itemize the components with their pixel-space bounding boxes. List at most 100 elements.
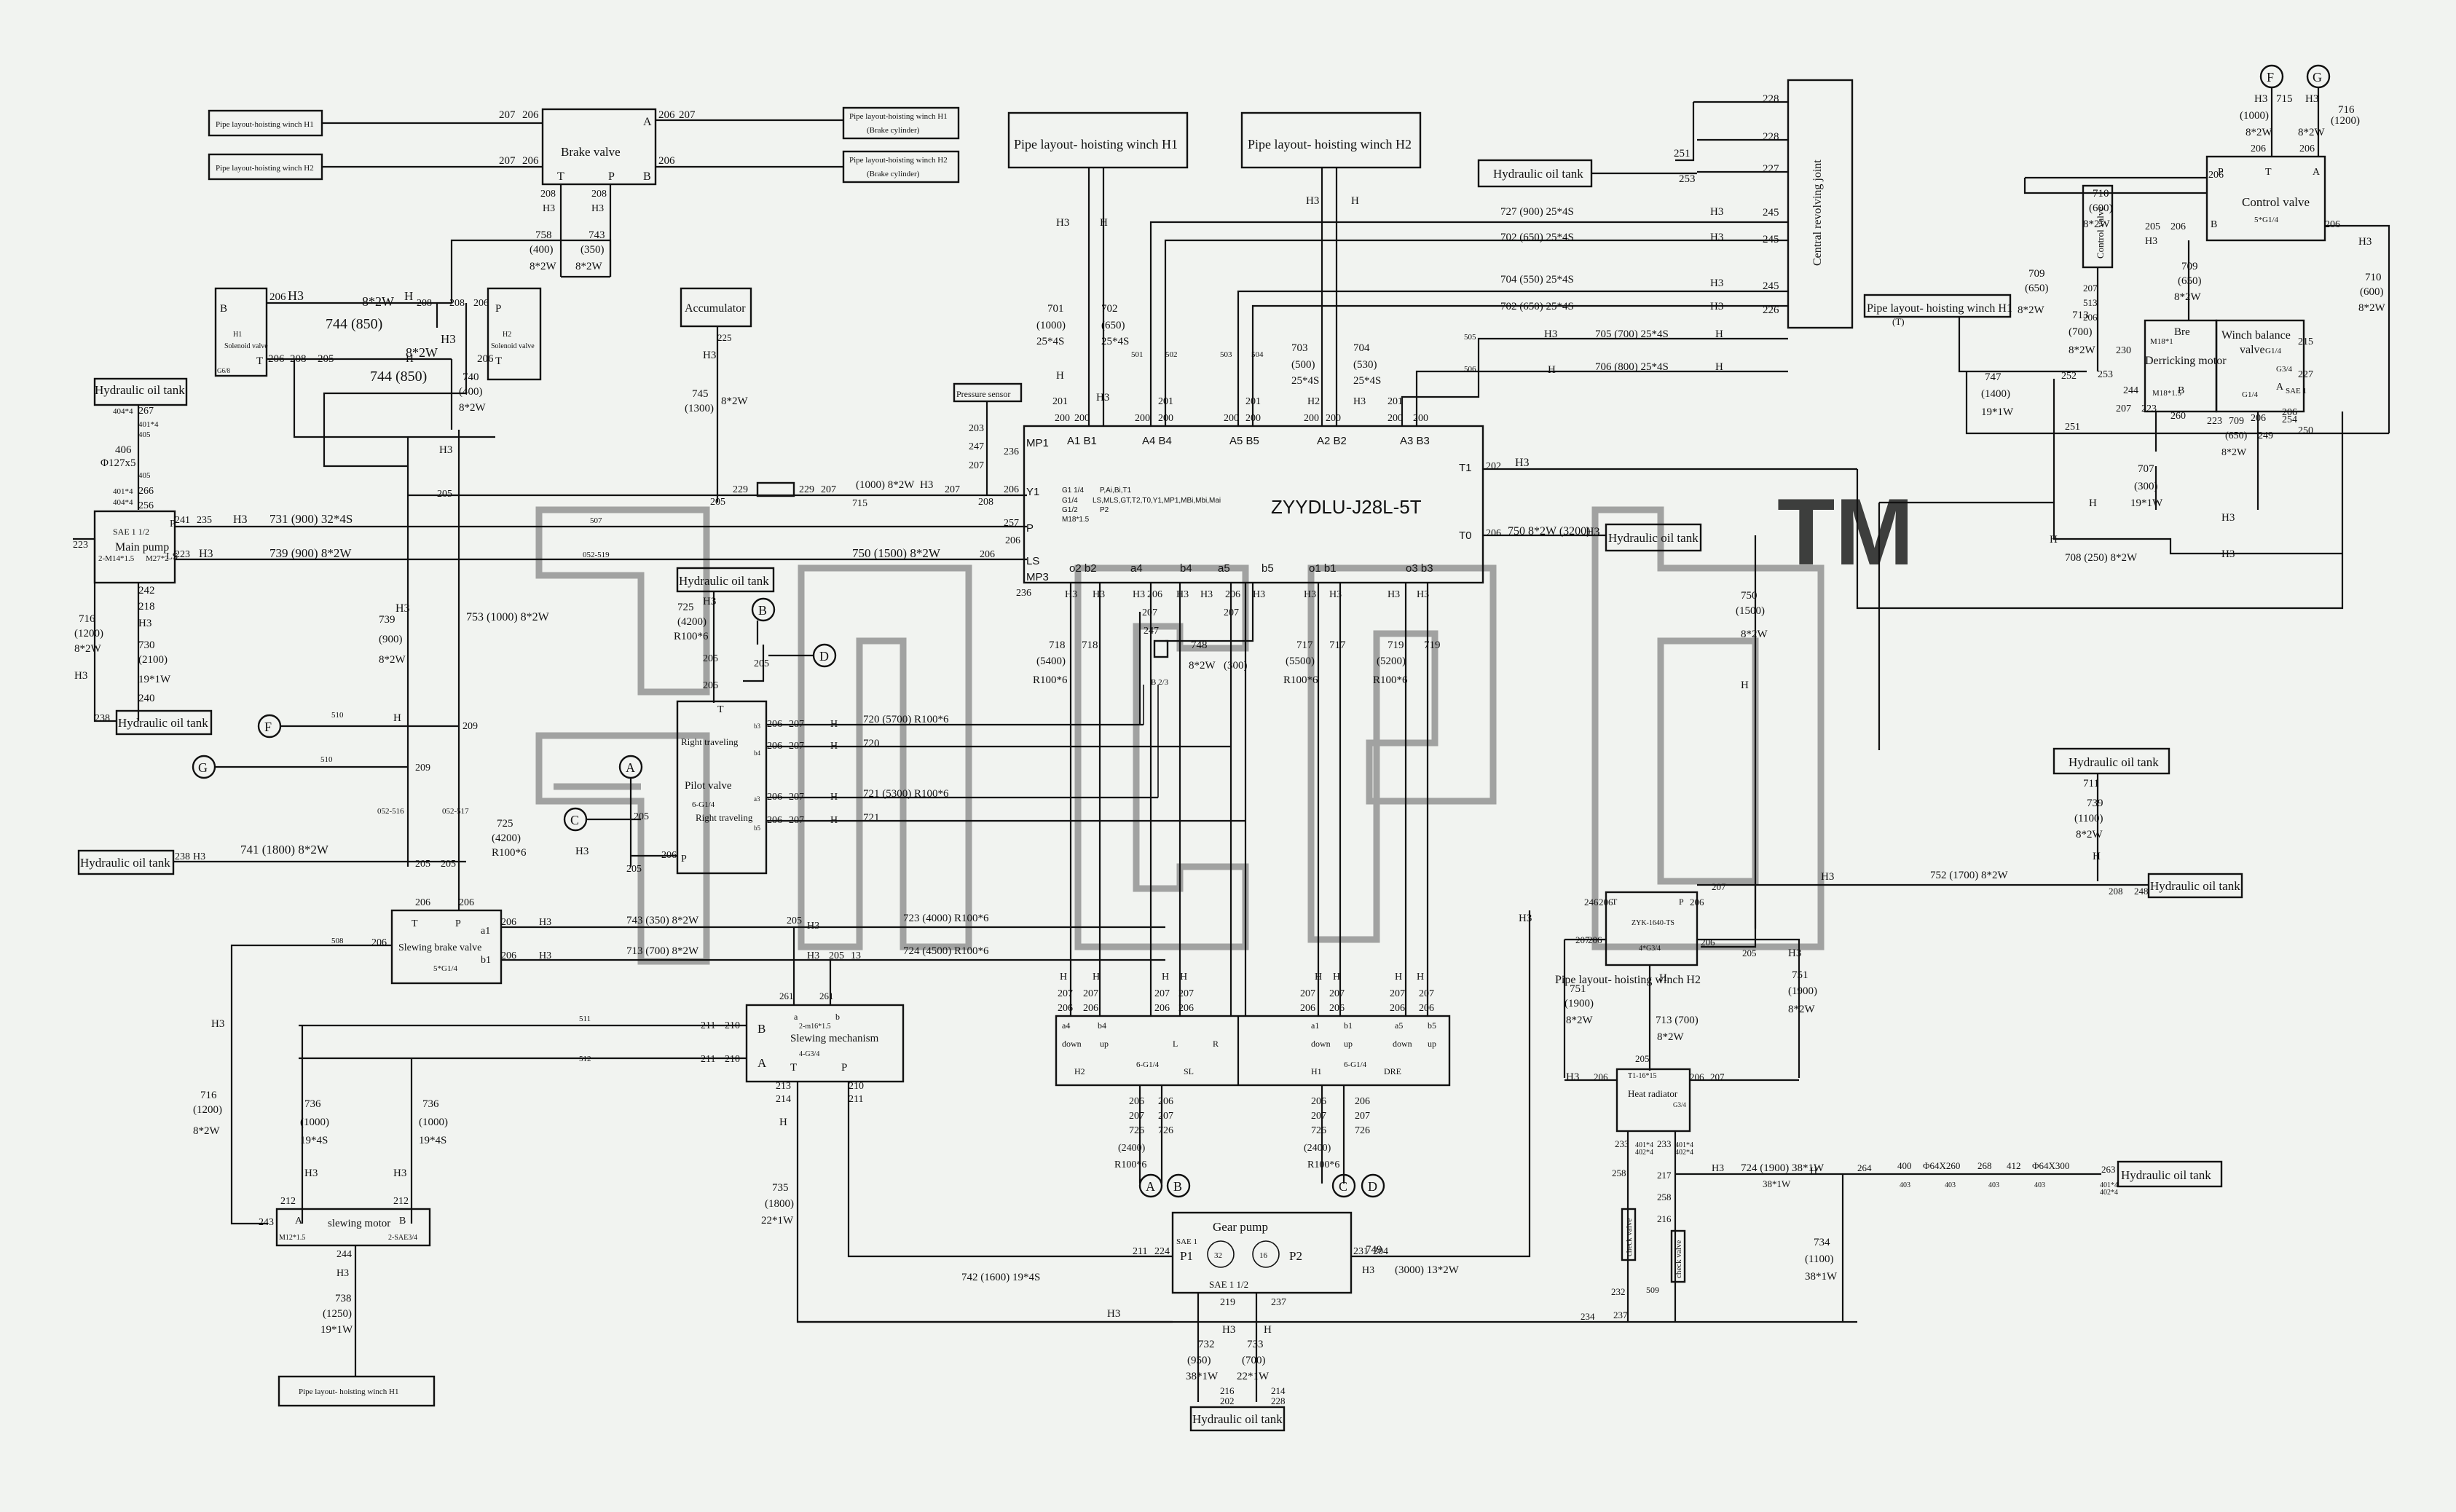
svg-text:206: 206 <box>1129 1096 1144 1107</box>
svg-text:a4: a4 <box>1062 1020 1070 1031</box>
connector-b-bottom <box>1166 1173 1191 1198</box>
brake-cylinder-right-h1-box <box>842 106 960 140</box>
svg-text:P,Ai,Bi,T1: P,Ai,Bi,T1 <box>1100 487 1132 495</box>
pipe-744b: 744 (850) <box>370 369 427 385</box>
svg-text:237: 237 <box>1271 1297 1286 1308</box>
svg-text:25*4S: 25*4S <box>1101 336 1129 347</box>
pipe-741: 741 (1800) 8*2W <box>240 843 329 857</box>
pipe-704: 704 (550) 25*4S <box>1500 274 1574 286</box>
svg-text:B: B <box>757 1022 765 1036</box>
svg-text:H: H <box>1715 328 1723 340</box>
svg-text:206: 206 <box>1300 1003 1315 1014</box>
svg-text:H: H <box>404 289 413 303</box>
svg-text:H3: H3 <box>439 444 452 456</box>
svg-text:208: 208 <box>417 298 432 309</box>
svg-text:231: 231 <box>1353 1246 1369 1257</box>
svg-text:739: 739 <box>2087 798 2103 809</box>
svg-text:b4: b4 <box>1180 562 1192 575</box>
svg-text:206: 206 <box>2208 170 2224 181</box>
svg-text:6-G1/4: 6-G1/4 <box>692 800 715 809</box>
svg-text:736: 736 <box>304 1098 321 1110</box>
svg-text:228: 228 <box>1271 1395 1286 1406</box>
hydraulic-oil-tank-10 <box>2117 1160 2223 1188</box>
svg-text:208: 208 <box>290 353 307 365</box>
svg-text:H3: H3 <box>1788 948 1801 959</box>
svg-text:a5: a5 <box>1395 1020 1403 1031</box>
svg-text:715: 715 <box>2276 93 2293 105</box>
svg-text:H2: H2 <box>503 331 511 339</box>
right-traveling-label-1: Right traveling <box>681 736 739 747</box>
svg-text:205: 205 <box>754 658 769 669</box>
svg-text:247: 247 <box>969 441 984 452</box>
svg-text:716: 716 <box>200 1090 217 1101</box>
svg-text:A2 B2: A2 B2 <box>1317 435 1347 447</box>
svg-text:210: 210 <box>849 1081 864 1092</box>
svg-text:F: F <box>2267 70 2274 84</box>
hydraulic-oil-tank-8 <box>2052 747 2170 775</box>
pipe-721a: 721 (5300) R100*6 <box>863 788 949 800</box>
svg-text:C: C <box>570 813 579 827</box>
winch-balance-valve: Winch balance valve G1/4 G1/4 A SAE 1 <box>2215 319 2307 413</box>
svg-text:258: 258 <box>1612 1168 1626 1178</box>
svg-text:244: 244 <box>2123 385 2138 396</box>
svg-text:down: down <box>1393 1039 1412 1049</box>
svg-text:207: 207 <box>1300 988 1315 999</box>
svg-text:207: 207 <box>789 741 804 752</box>
svg-text:T: T <box>1612 897 1618 907</box>
svg-text:206: 206 <box>1083 1003 1098 1014</box>
svg-text:B: B <box>758 603 767 618</box>
svg-text:260: 260 <box>2170 411 2186 422</box>
svg-text:P: P <box>1679 897 1684 907</box>
svg-text:H3: H3 <box>2254 93 2267 105</box>
svg-text:726: 726 <box>1311 1125 1326 1136</box>
svg-text:242: 242 <box>138 585 155 596</box>
svg-text:229: 229 <box>799 484 814 495</box>
svg-text:711: 711 <box>2083 778 2099 790</box>
svg-text:(4200): (4200) <box>492 832 521 844</box>
svg-text:719: 719 <box>1388 639 1404 651</box>
svg-text:503: 503 <box>1220 350 1232 359</box>
main-pump-label: Main pump <box>115 541 169 554</box>
svg-text:b3: b3 <box>754 722 761 730</box>
pipe-layout-h1-top-label: Pipe layout- hoisting winch H1 <box>1014 137 1178 151</box>
svg-text:H: H <box>1060 972 1067 983</box>
svg-text:H: H <box>1093 972 1100 983</box>
svg-text:up: up <box>1100 1039 1109 1049</box>
svg-text:510: 510 <box>331 711 344 720</box>
svg-text:743: 743 <box>589 229 605 241</box>
svg-text:H: H <box>1351 195 1359 207</box>
svg-text:19*1W: 19*1W <box>2130 497 2163 509</box>
svg-text:406: 406 <box>115 444 132 456</box>
pipe-layout-h1-bottom-label: Pipe layout- hoisting winch H1 <box>299 1387 399 1396</box>
svg-text:207: 207 <box>945 484 960 495</box>
svg-text:H: H <box>1056 370 1064 382</box>
svg-text:G6/8: G6/8 <box>217 367 231 374</box>
svg-text:G1/2: G1/2 <box>1062 506 1078 514</box>
svg-text:H: H <box>1548 364 1556 376</box>
svg-text:730: 730 <box>138 639 155 651</box>
svg-text:H: H <box>1162 972 1169 983</box>
svg-text:718: 718 <box>1049 639 1066 651</box>
pipe-753: 753 (1000) 8*2W <box>466 611 550 623</box>
svg-text:256: 256 <box>138 500 154 511</box>
svg-text:207: 207 <box>1311 1111 1326 1122</box>
svg-text:244: 244 <box>336 1249 352 1260</box>
svg-text:229: 229 <box>733 484 748 495</box>
svg-text:200: 200 <box>1224 413 1239 424</box>
svg-text:052-516: 052-516 <box>377 807 404 816</box>
svg-text:701: 701 <box>1047 303 1064 315</box>
svg-text:G1/4: G1/4 <box>1062 497 1078 505</box>
svg-text:235: 235 <box>197 515 212 526</box>
svg-text:(1400): (1400) <box>1981 388 2010 400</box>
connector-c-bottom <box>1331 1173 1356 1198</box>
svg-text:206: 206 <box>2083 312 2098 323</box>
hydraulic-oil-tank-3 <box>1605 523 1702 552</box>
svg-text:207: 207 <box>1129 1111 1144 1122</box>
svg-text:207: 207 <box>789 719 804 730</box>
svg-text:25*4S: 25*4S <box>1353 375 1381 387</box>
svg-text:205: 205 <box>318 353 334 365</box>
pipe-layout-h1-right-label: Pipe layout- hoisting winch H1 <box>1867 302 2012 315</box>
svg-text:(1900): (1900) <box>1788 985 1817 997</box>
svg-text:H: H <box>1395 972 1402 983</box>
derricking-motor-label: Derricking motor <box>2145 355 2227 367</box>
